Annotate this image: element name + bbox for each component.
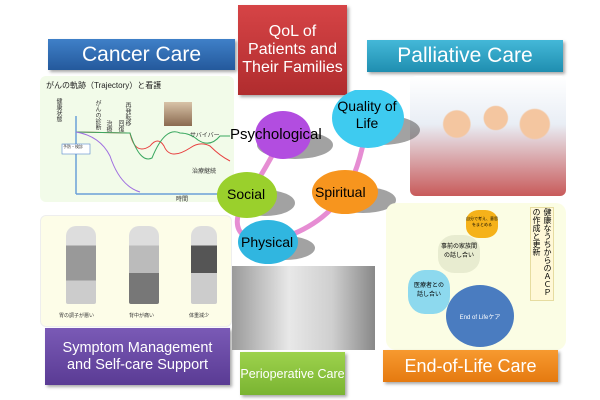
psychological-label: Psychological: [230, 126, 322, 143]
figure-back: [129, 226, 159, 304]
end-of-life-care-title: End-of-Life Care: [383, 350, 558, 382]
diagnosis-label: がんの診断: [94, 100, 100, 130]
figure-stomach: [66, 226, 96, 304]
survivor-line: [75, 131, 230, 160]
palliative-care-title: Palliative Care: [367, 40, 563, 72]
survivor-label: サバイバー: [190, 133, 220, 139]
spiritual-label: Spiritual: [315, 184, 366, 200]
couple-photo: [164, 102, 192, 126]
physical-label: Physical: [241, 234, 294, 250]
symptom-caption: 胃の調子が悪い: [59, 313, 95, 319]
gear-end-of-life: End of Lifeケア: [446, 285, 514, 347]
acp-vertical-label: 健康なうちからのＡＣＰの作成と更新: [530, 207, 554, 301]
symptom-management-title: Symptom Management and Self-care Support: [45, 328, 230, 385]
x-label: 時間: [176, 197, 189, 203]
y-label: 健康状態: [55, 98, 61, 122]
psychological-bubble: [255, 111, 311, 159]
gear-family: 事前の家族間の話し合い: [438, 235, 480, 273]
decline-line: [75, 131, 141, 193]
figure-weight: [191, 226, 217, 304]
perioperative-care-title: Perioperative Care: [240, 352, 345, 395]
quality-of-life-label: Quality of Life: [337, 98, 397, 131]
social-label: Social: [227, 186, 266, 202]
trajectory-chart: [61, 116, 231, 195]
spiritual-bubble: [312, 170, 378, 214]
symptom-caption: 体重減少: [189, 313, 210, 319]
recovery-label: 回復: [117, 120, 123, 132]
gear-medical: 医療者との話し合い: [408, 270, 450, 314]
prevention-label: 予防・検診: [63, 144, 83, 149]
symptom-caption: 背中が痛い: [129, 313, 155, 319]
symptom-illustrations: 胃の調子が悪い 背中が痛い 体重減少: [40, 215, 232, 327]
gear-self: 自分で考え、意思をまとめる: [466, 210, 498, 238]
continued-label: 治療継続: [192, 169, 217, 175]
hospital-photo: [232, 266, 375, 350]
treat-label: 治療: [105, 120, 111, 132]
relapse-label: 再発転移: [124, 102, 130, 126]
family-photo: [410, 76, 566, 196]
treatment-line: [75, 131, 231, 162]
acp-panel: 自分で考え、意思をまとめる 事前の家族間の話し合い 医療者との話し合い End …: [386, 203, 566, 350]
trajectory-title: がんの軌跡（Trajectory）と看護: [46, 81, 162, 90]
qol-diagram: [217, 90, 420, 264]
social-bubble: [217, 172, 277, 218]
quality-of-life-bubble: [332, 90, 404, 148]
qol-center-title: QoL of Patients and Their Families: [238, 5, 347, 95]
cancer-care-title: Cancer Care: [48, 39, 235, 70]
trajectory-panel: がんの軌跡（Trajectory）と看護 健康状態 がんの診断 治療 回復 再発…: [40, 76, 234, 203]
physical-bubble: [238, 220, 298, 264]
